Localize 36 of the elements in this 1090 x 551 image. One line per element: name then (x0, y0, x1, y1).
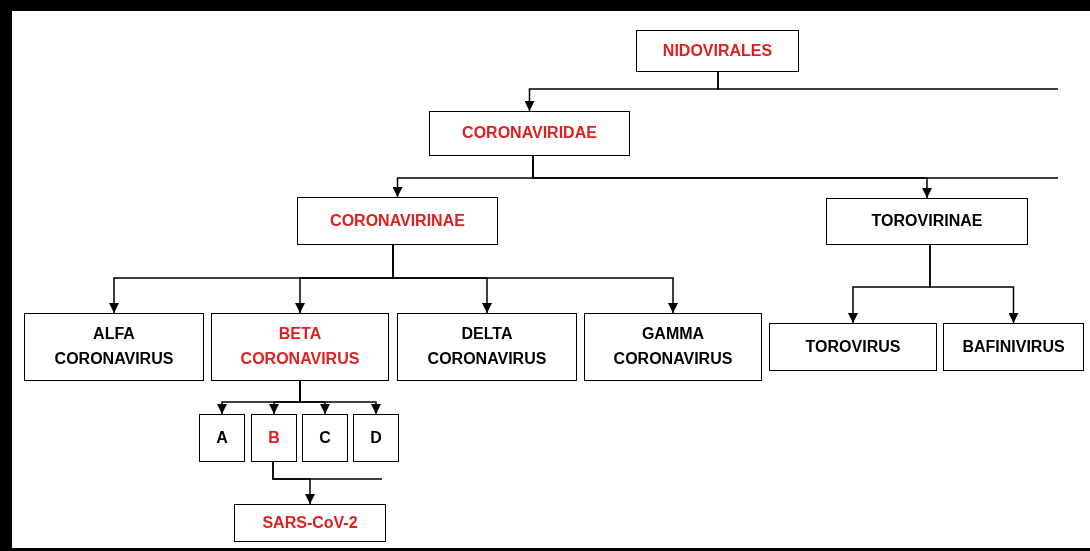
arrow (392, 244, 678, 314)
taxon-name: ALFA CORONAVIRUS (53, 324, 175, 369)
taxon-box (251, 414, 297, 462)
taxon-name: CORONAVIRINAE (330, 210, 465, 231)
taxon-box (584, 313, 762, 381)
taxon-name: CORONAVIRIDAE (462, 123, 597, 144)
taxon-name: C (319, 427, 331, 448)
branch-line (717, 71, 1059, 90)
taxon-box (943, 323, 1084, 371)
branch-line (532, 155, 1059, 179)
taxon-name: BAFINIVIRUS (962, 336, 1065, 357)
taxon-box (199, 414, 245, 462)
taxon-name: GAMMA CORONAVIRUS (612, 324, 734, 369)
taxon-box (234, 504, 386, 542)
taxon-box (397, 313, 577, 381)
arrow (299, 380, 381, 415)
taxon-name: NIDOVIRALES (662, 40, 773, 61)
taxon-name: BETA CORONAVIRUS (239, 324, 361, 369)
taxon-box (636, 30, 799, 72)
taxon-name: DELTA CORONAVIRUS (426, 324, 548, 369)
taxon-box (826, 198, 1028, 245)
taxon-box (24, 313, 204, 381)
arrow (929, 244, 1019, 324)
taxon-name: B (268, 427, 280, 448)
taxon-box (429, 111, 630, 156)
taxon-name: D (370, 427, 382, 448)
taxon-name: TOROVIRINAE (871, 211, 983, 232)
taxon-box (297, 197, 498, 245)
taxon-box (769, 323, 937, 371)
branch-line (272, 461, 383, 480)
taxon-box (302, 414, 348, 462)
taxon-box (211, 313, 389, 381)
taxon-name: A (216, 427, 228, 448)
taxon-name: TOROVIRUS (805, 336, 901, 357)
taxon-name: SARS-CoV-2 (262, 512, 358, 533)
taxon-box (353, 414, 399, 462)
